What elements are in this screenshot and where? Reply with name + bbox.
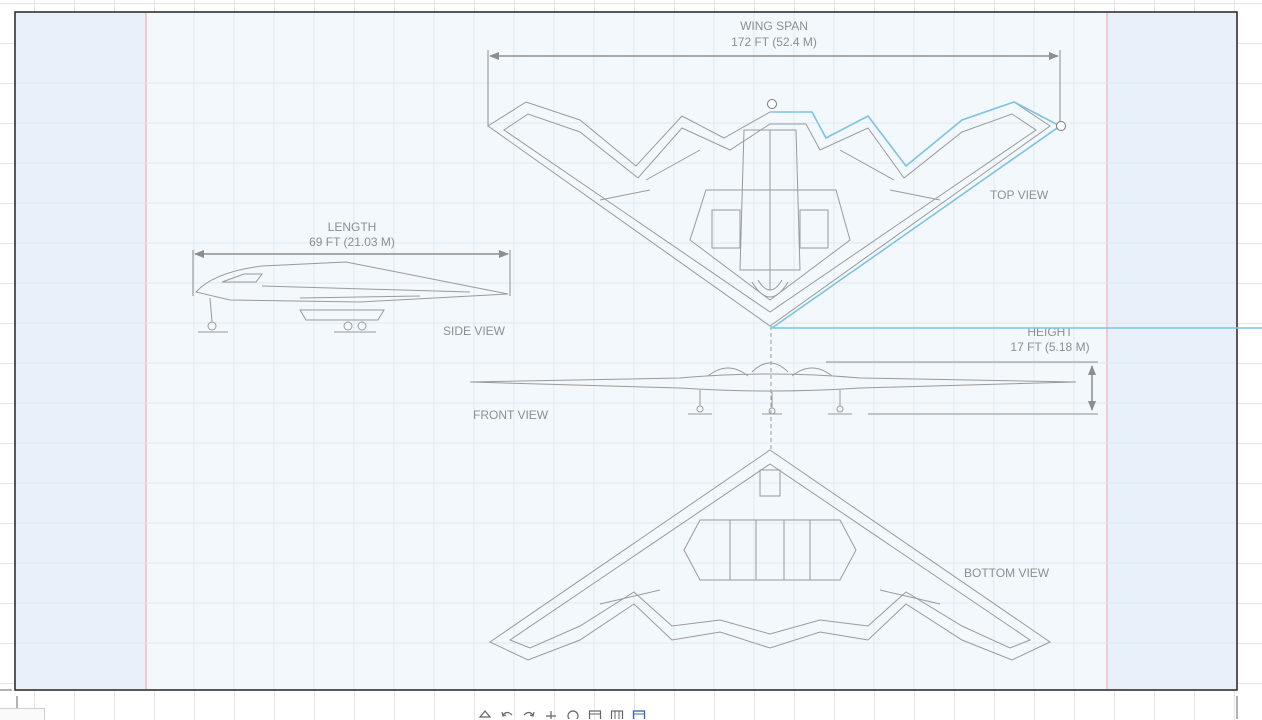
wing-span-dimension[interactable]: WING SPAN 172 FT (52.4 M) bbox=[487, 19, 1061, 126]
page-tab-stub[interactable] bbox=[0, 708, 45, 720]
top-view-label: TOP VIEW bbox=[990, 188, 1049, 202]
height-title: HEIGHT bbox=[1027, 325, 1073, 339]
add-icon[interactable] bbox=[544, 709, 558, 719]
selection-handle-right[interactable] bbox=[1056, 121, 1066, 131]
panel-icon[interactable] bbox=[588, 709, 602, 719]
front-view-aircraft[interactable] bbox=[469, 362, 1077, 415]
length-title: LENGTH bbox=[328, 220, 377, 234]
insert-icon[interactable] bbox=[478, 709, 492, 719]
length-dimension[interactable]: LENGTH 69 FT (21.03 M) bbox=[192, 220, 511, 296]
side-view-label: SIDE VIEW bbox=[443, 324, 506, 338]
layout-icon[interactable] bbox=[632, 709, 646, 719]
selection-outline[interactable] bbox=[769, 101, 1262, 329]
wing-span-title: WING SPAN bbox=[740, 19, 808, 33]
wing-span-value: 172 FT (52.4 M) bbox=[731, 35, 817, 49]
side-view-aircraft[interactable] bbox=[195, 261, 509, 333]
undo-icon[interactable] bbox=[500, 709, 514, 719]
left-margin bbox=[16, 13, 146, 689]
right-margin bbox=[1108, 13, 1236, 689]
table-icon[interactable] bbox=[610, 709, 624, 719]
page-grid bbox=[16, 13, 1236, 689]
bottom-view-aircraft[interactable] bbox=[488, 449, 1052, 661]
bottom-view-label: BOTTOM VIEW bbox=[964, 566, 1050, 580]
front-view-label: FRONT VIEW bbox=[473, 408, 549, 422]
redo-icon[interactable] bbox=[522, 709, 536, 719]
bottom-toolbar bbox=[478, 709, 770, 719]
format-icon[interactable] bbox=[566, 709, 580, 719]
height-value: 17 FT (5.18 M) bbox=[1010, 340, 1089, 354]
selection-handle-top[interactable] bbox=[767, 99, 777, 109]
length-value: 69 FT (21.03 M) bbox=[309, 235, 395, 249]
page-sheet bbox=[14, 11, 1238, 691]
